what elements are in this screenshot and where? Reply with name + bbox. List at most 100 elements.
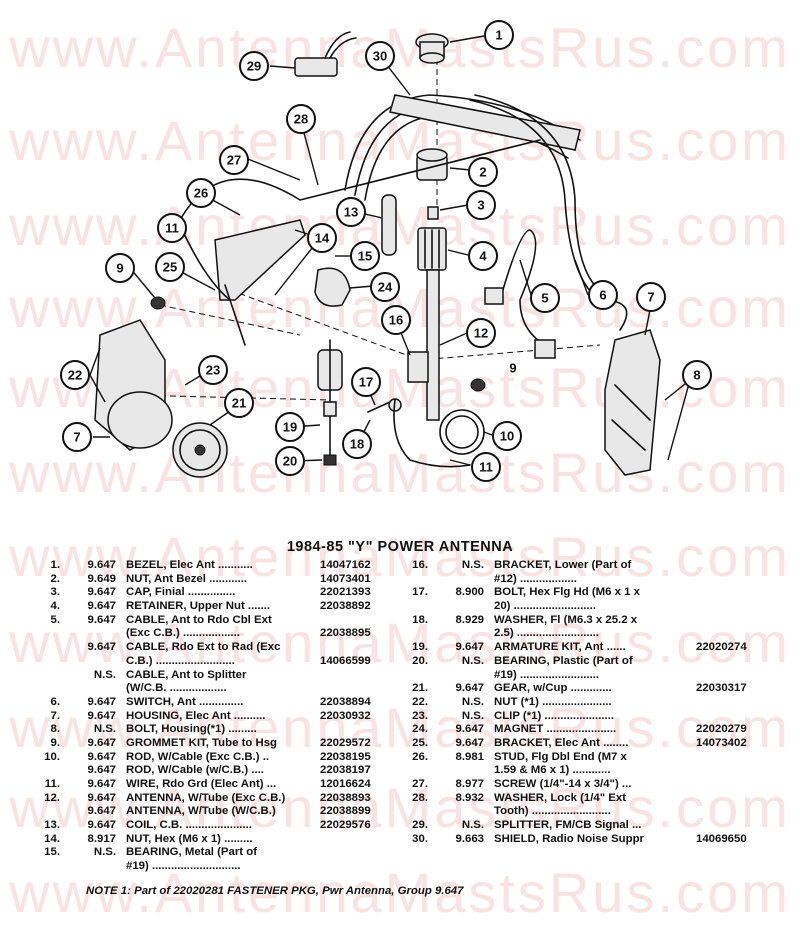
group-number: 9.647	[87, 586, 116, 599]
svg-text:18: 18	[350, 437, 364, 452]
group-number: 9.647	[455, 682, 484, 695]
part-ref-number: 26.	[412, 750, 428, 763]
parts-list-row: 15.N.S.BEARING, Metal (Part of	[40, 846, 390, 860]
callout-30: 30	[365, 41, 395, 71]
bracket-part	[214, 219, 306, 301]
part-number: 12016624	[320, 778, 371, 790]
part-ref-number: 14.	[44, 832, 60, 845]
group-number: N.S.	[461, 709, 484, 722]
part-number: 22038197	[320, 764, 371, 777]
svg-text:28: 28	[294, 112, 308, 127]
part-ref-number: 13.	[44, 819, 60, 832]
svg-text:24: 24	[378, 280, 393, 295]
svg-text:15: 15	[358, 249, 372, 264]
part-description: BEZEL, Elec Ant ...........	[126, 559, 253, 571]
group-number: 9.647	[87, 600, 116, 613]
svg-text:26: 26	[194, 186, 208, 201]
callout-13: 13	[336, 197, 366, 227]
svg-text:12: 12	[474, 326, 488, 341]
group-number: 9.647	[87, 805, 116, 818]
group-number: 9.647	[455, 723, 484, 736]
part-description: BOLT, Housing(*1) .........	[126, 723, 257, 736]
parts-list-right: 16.N.S.BRACKET, Lower (Part of#12) .....…	[408, 559, 768, 846]
svg-text:10: 10	[500, 429, 514, 444]
part-ref-number: 20.	[412, 654, 428, 667]
callout-20: 20	[275, 446, 305, 476]
part-description: ANTENNA, W/Tube (Exc C.B.)	[126, 791, 286, 804]
group-number: N.S.	[93, 846, 116, 859]
group-number: 9.647	[87, 559, 116, 571]
group-number: 9.647	[87, 709, 116, 722]
part-ref-number: 27.	[412, 778, 428, 790]
group-number: N.S.	[93, 723, 116, 736]
part-number: 14073401	[320, 572, 371, 585]
part-number: 22020279	[696, 723, 747, 736]
parts-list-row: 29.N.S.SPLITTER, FM/CB Signal ...	[408, 819, 768, 833]
housing-part	[611, 384, 651, 451]
cable-part	[469, 99, 628, 331]
part-description: NUT, Hex (M6 x 1) .........	[126, 832, 253, 845]
svg-text:5: 5	[541, 291, 548, 306]
housing-part	[107, 391, 173, 449]
part-description: #19) .........................	[494, 668, 600, 681]
callout-28: 28	[286, 104, 316, 134]
svg-text:7: 7	[73, 430, 80, 445]
callout-15: 15	[350, 241, 380, 271]
part-ref-number: 17.	[412, 586, 428, 599]
part-ref-number: 1.	[50, 559, 61, 571]
part-description: WASHER, Lock (1/4" Ext	[494, 791, 626, 804]
svg-text:9: 9	[116, 261, 123, 276]
callout-23: 23	[198, 355, 228, 385]
group-number: 8.977	[455, 778, 484, 790]
part-description: SCREW (1/4"-14 x 3/4") ...	[494, 778, 632, 790]
part-description: GEAR, w/Cup .............	[494, 682, 612, 695]
group-number: N.S.	[461, 559, 484, 571]
part-ref-number: 30.	[412, 832, 428, 845]
group-number: 8.981	[455, 750, 484, 763]
part-description: ANTENNA, W/Tube (W/C.B.)	[126, 805, 276, 818]
group-number: 9.647	[87, 750, 116, 763]
assembly-line	[159, 304, 301, 336]
part-number: 14069650	[696, 832, 747, 845]
svg-text:11: 11	[479, 460, 493, 475]
splitter-part	[324, 31, 357, 59]
antenna-tube-part	[426, 269, 440, 421]
armature-part	[323, 401, 337, 417]
svg-text:20: 20	[283, 454, 297, 469]
part-description: 1.59 & M6 x 1) ............	[494, 764, 611, 777]
group-number: N.S.	[461, 654, 484, 667]
svg-text:2: 2	[479, 165, 486, 180]
bezel-part	[419, 52, 445, 64]
part-ref-number: 22.	[412, 695, 428, 708]
callout-25: 25	[155, 252, 185, 282]
callout-12: 12	[466, 318, 496, 348]
callout-19: 19	[275, 412, 305, 442]
part-ref-number: 5.	[50, 613, 61, 626]
cable-part	[474, 94, 606, 296]
wire-part	[179, 139, 541, 221]
part-description: #19) ............................	[126, 860, 241, 873]
part-ref-number: 11.	[44, 778, 60, 790]
svg-text:25: 25	[163, 260, 177, 275]
svg-text:19: 19	[283, 420, 297, 435]
bracket-part	[224, 284, 246, 346]
part-ref-number: 24.	[412, 723, 428, 736]
callout-26: 26	[186, 178, 216, 208]
parts-list-row: C.B.) .........................14066599	[40, 655, 390, 669]
part-description: WIRE, Rdo Grd (Elec Ant) ...	[126, 778, 277, 790]
grommet-part	[150, 296, 166, 310]
part-description: ROD, W/Cable (w/C.B.) ....	[126, 764, 264, 777]
part-description: CABLE, Rdo Ext to Rad (Exc	[126, 641, 281, 654]
part-number: 22029576	[320, 819, 371, 832]
cap-part	[427, 206, 439, 220]
group-number: 9.647	[87, 819, 116, 832]
group-number: 9.647	[87, 613, 116, 626]
